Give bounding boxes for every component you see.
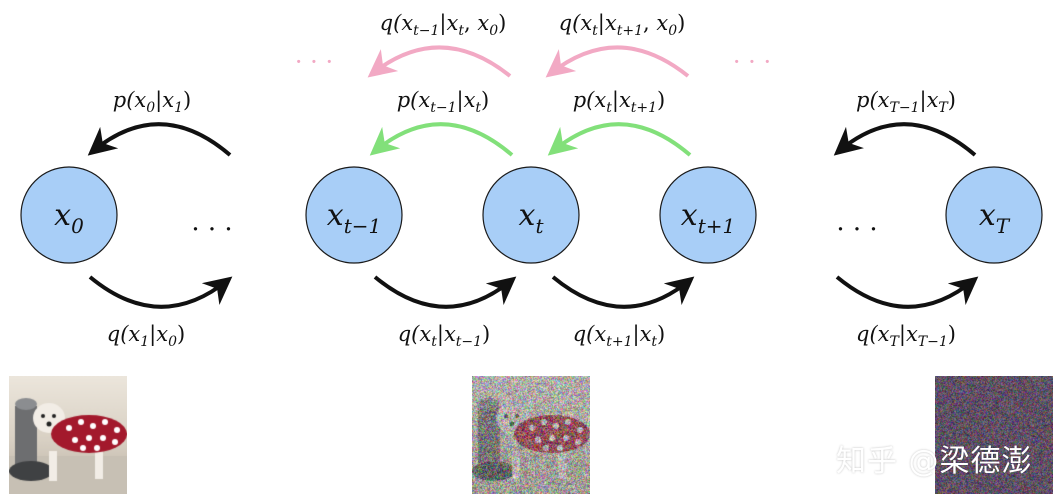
- image-clean-dog: [9, 376, 127, 494]
- label-q-post-t: q(xt|xt+1, x0): [559, 11, 686, 39]
- node-xT-label: xT: [979, 198, 1011, 238]
- node-xtp1-label: xt+1: [681, 198, 735, 238]
- label-q-tp1: q(xt+1|xt): [573, 322, 666, 350]
- label-q-t: q(xt|xt−1): [398, 322, 491, 350]
- arrow-q-x1: [88, 275, 233, 309]
- label-p-tm1: p(xt−1|xt): [397, 88, 490, 116]
- node-xt: xt: [482, 166, 580, 264]
- label-p-Tm1: p(xT−1|xT): [856, 88, 956, 116]
- arrow-qpost-t: [545, 45, 690, 78]
- node-xtm1: xt−1: [305, 166, 403, 264]
- ellipsis-left: · · ·: [191, 215, 232, 245]
- node-xtp1: xt+1: [659, 166, 757, 264]
- arrow-q-tp1: [551, 275, 695, 309]
- node-xtm1-label: xt−1: [327, 198, 381, 238]
- image-pure-noise: [935, 376, 1053, 494]
- node-x0: x0: [20, 166, 118, 264]
- label-p-t: p(xt|xt+1): [573, 88, 666, 116]
- arrow-qpost-tm1: [367, 45, 512, 78]
- arrow-p-tm1: [369, 122, 514, 157]
- node-x0-label: x0: [54, 198, 84, 238]
- arrow-p-t: [547, 122, 692, 157]
- watermark: 知乎 @梁德澎: [836, 444, 1033, 479]
- label-q-post-tm1: q(xt−1|xt, x0): [380, 11, 507, 39]
- node-xT: xT: [945, 166, 1043, 264]
- ellipsis-right: · · ·: [836, 215, 877, 245]
- arrow-q-t: [373, 275, 517, 309]
- arrow-p-x0: [87, 122, 232, 157]
- ellipsis-top-left: · · ·: [295, 48, 333, 76]
- ellipsis-top-right: · · ·: [733, 48, 771, 76]
- arrow-p-Tm1: [833, 122, 977, 157]
- label-q-x1: q(x1|x0): [107, 322, 185, 350]
- image-noisy-dog: [472, 376, 590, 494]
- label-q-T: q(xT|xT−1): [856, 322, 956, 350]
- node-xt-label: xt: [519, 198, 545, 238]
- arrow-q-T: [835, 275, 979, 309]
- label-p-x0: p(x0|x1): [113, 88, 191, 116]
